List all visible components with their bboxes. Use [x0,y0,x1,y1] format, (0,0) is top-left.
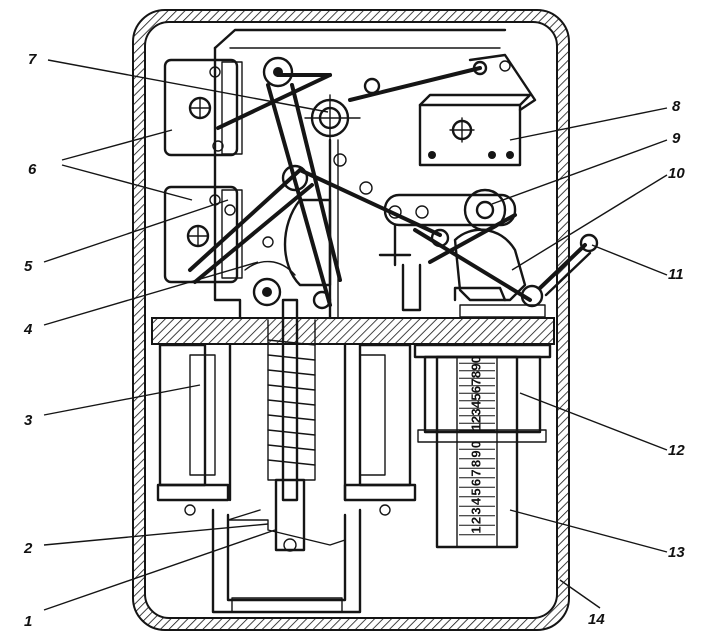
linkage-mechanism [188,53,537,320]
callout-10: 10 [668,165,685,182]
counter-digit: 2 [468,517,483,524]
leader-lines [43,59,668,611]
counter-digit: 0 [468,356,483,363]
damper-cup [211,508,362,614]
counter-digit: 0 [468,441,483,448]
counter-digit: 3 [468,507,483,514]
callout-13: 13 [668,544,685,561]
contact-block-upper [163,58,243,157]
counter-digit: 6 [468,386,483,393]
callout-6: 6 [28,161,37,178]
counter-digit: 1 [468,526,483,533]
contact-block-lower [163,185,243,284]
callout-3: 3 [24,412,33,429]
counter-digit: 5 [468,488,483,495]
base-plate [151,317,555,345]
ratchet-mechanism [378,188,599,318]
counter-digit: 5 [468,393,483,400]
counter-digit: 9 [468,450,483,457]
callout-14: 14 [588,611,605,628]
callout-9: 9 [672,130,681,147]
counter-digit: 9 [468,363,483,370]
counter-digit: 7 [468,378,483,385]
callout-7: 7 [28,51,37,68]
counter-digit: 4 [468,400,483,408]
counter-digit: 7 [468,469,483,476]
callout-12: 12 [668,442,685,459]
counter-digit: 6 [468,479,483,486]
callout-11: 11 [668,266,684,283]
callout-labels: 1 2 3 4 5 6 7 8 9 10 11 12 13 14 [23,51,685,630]
timer-unit [418,93,532,167]
callout-2: 2 [23,540,33,557]
counter-digit: 8 [468,371,483,378]
counter-digits-lower: 1 2 3 4 5 6 7 8 9 0 [459,441,495,536]
counter-digit: 3 [468,408,483,415]
callout-8: 8 [672,98,681,115]
counter-digit: 2 [468,416,483,423]
callout-5: 5 [24,258,33,275]
counter-digit: 4 [468,497,483,505]
counter-digit: 8 [468,460,483,467]
callout-1: 1 [24,613,32,630]
counter-digit: 1 [468,423,483,430]
solenoid [156,298,417,552]
mounting-bracket [213,28,507,320]
callout-4: 4 [23,321,33,338]
